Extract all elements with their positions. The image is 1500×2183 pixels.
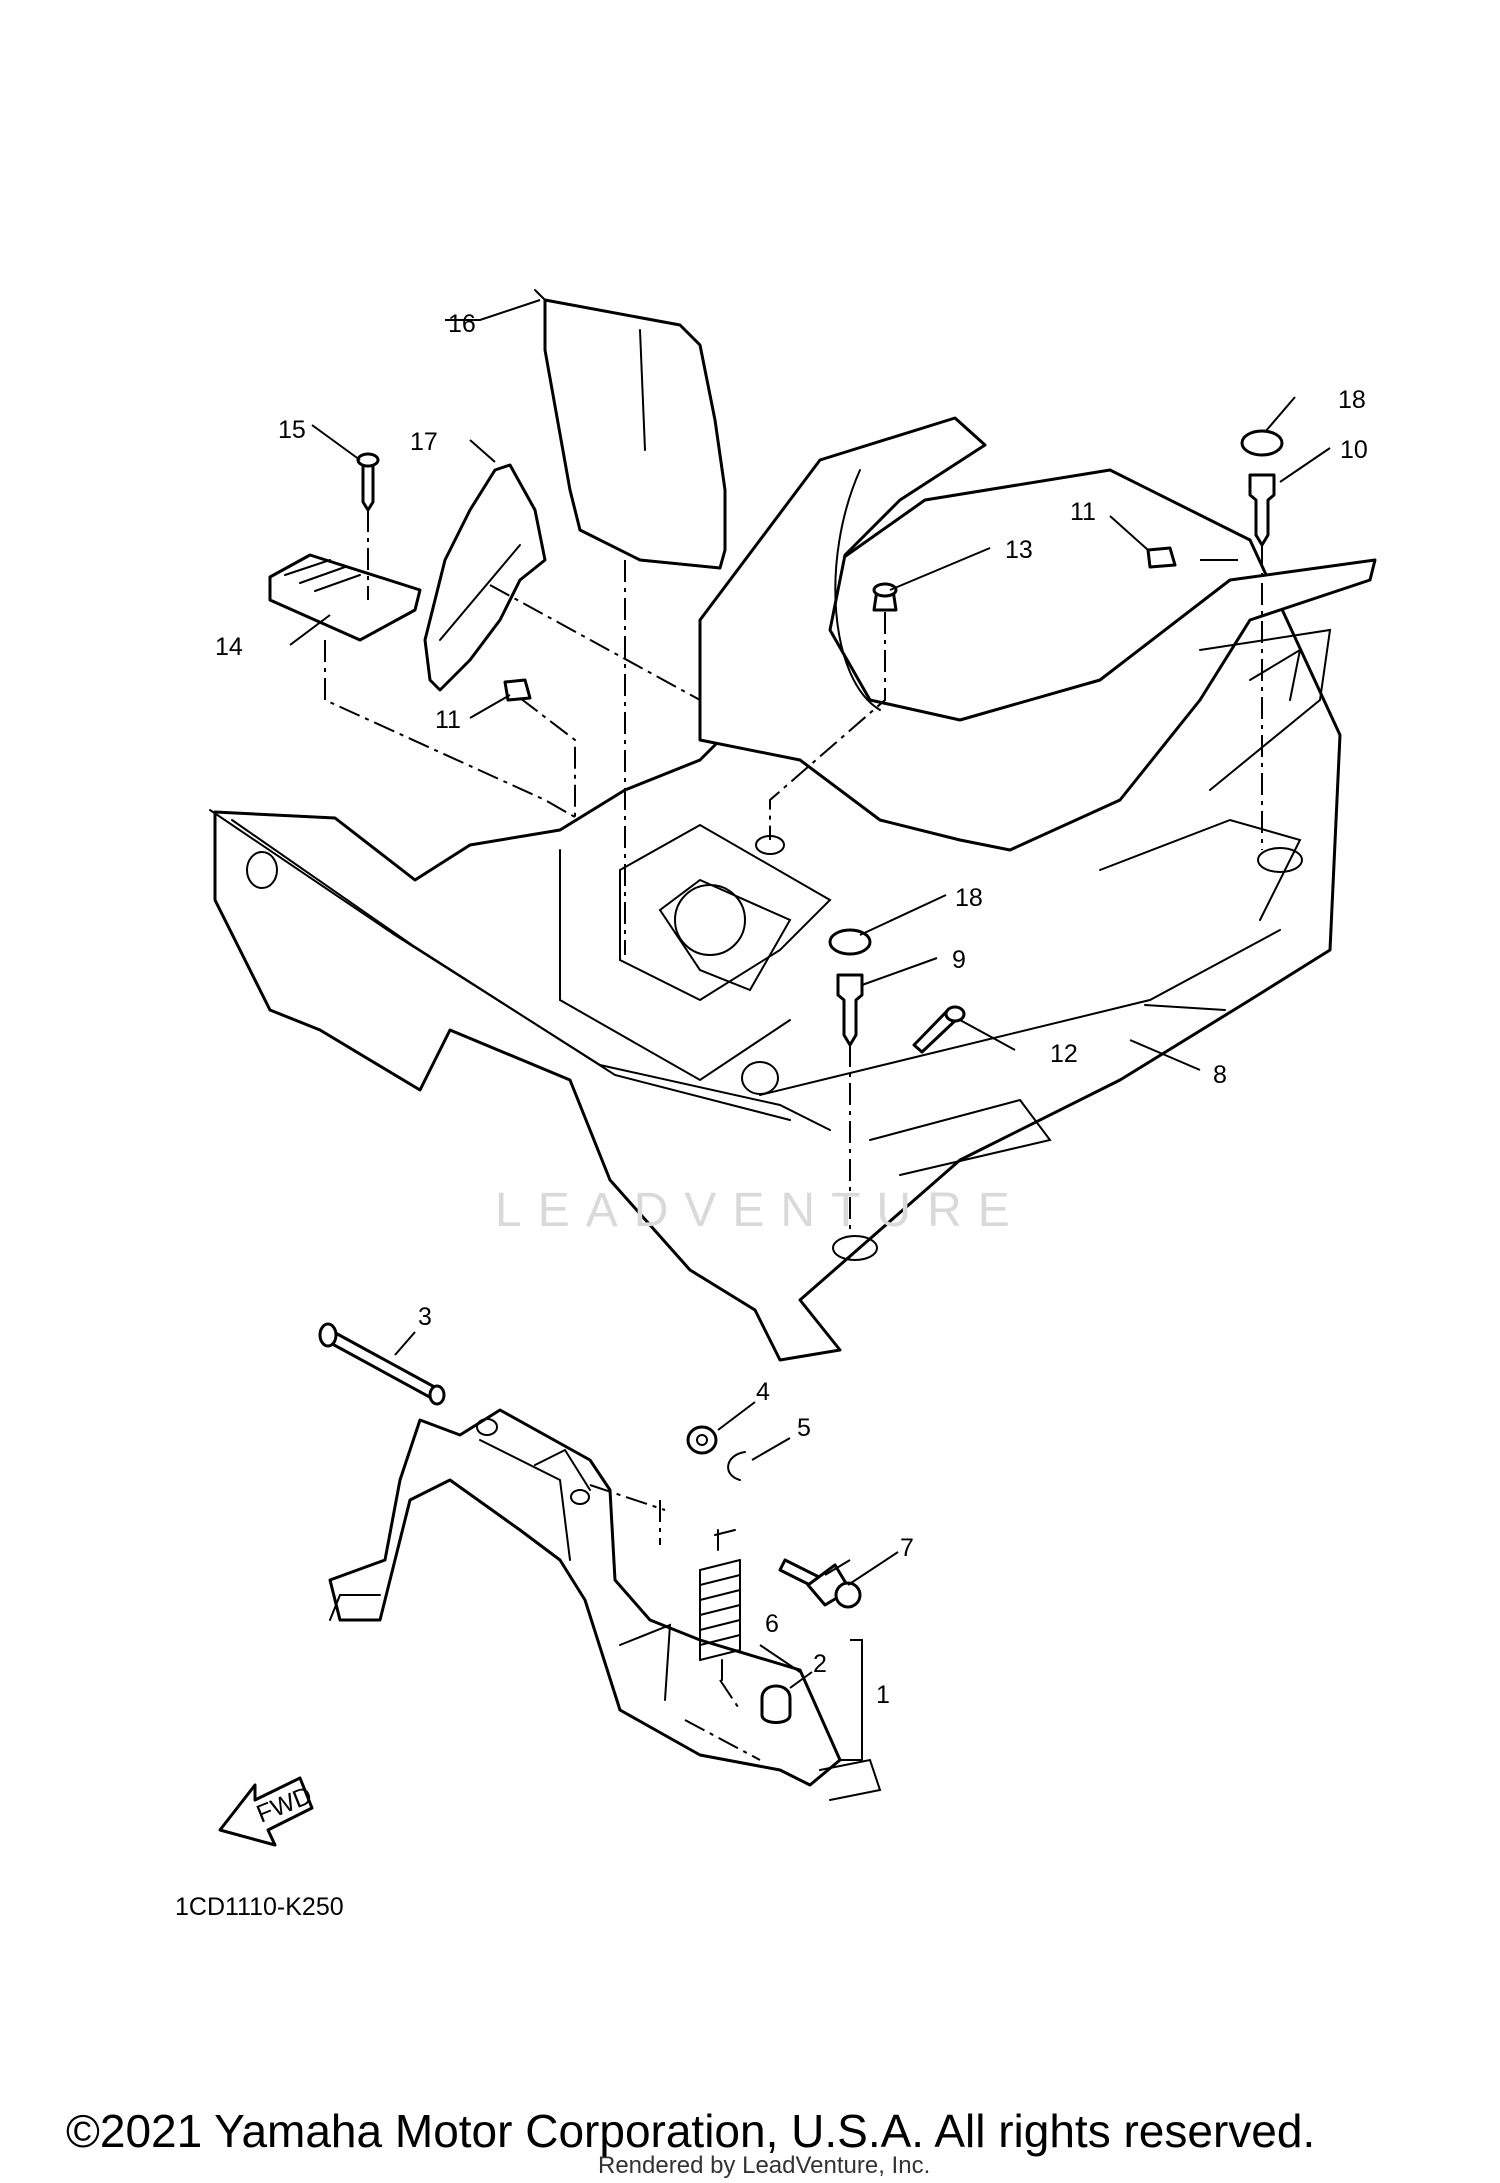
part-5-circlip [727, 1451, 746, 1481]
copyright-notice: ©2021 Yamaha Motor Corporation, U.S.A. A… [66, 2105, 1316, 2157]
callout-18-upper: 18 [1338, 386, 1366, 414]
callout-9: 9 [952, 946, 966, 974]
callout-1: 1 [876, 1681, 890, 1709]
callout-14: 14 [215, 633, 243, 661]
part-3-pivot-pin [318, 1322, 446, 1406]
leader-lines [289, 299, 1331, 1761]
fasteners [356, 429, 1284, 1054]
callout-11-left: 11 [435, 706, 461, 734]
part-11-clip-right [1146, 546, 1177, 569]
callout-18-lower: 18 [955, 884, 983, 912]
center-stand [328, 1408, 882, 1801]
part-16-panel [534, 289, 727, 570]
callout-16: 16 [448, 310, 476, 338]
part-18-cap-upper [1240, 429, 1284, 457]
fwd-arrow-icon [218, 1776, 314, 1847]
part-7-bolt [778, 1558, 862, 1609]
watermark-text: LEADVENTURE [495, 1184, 1026, 1237]
part-4-washer [686, 1425, 718, 1455]
callout-2: 2 [813, 1650, 827, 1678]
rendered-by: Rendered by LeadVenture, Inc. [598, 2152, 931, 2179]
part-17-panel [423, 463, 547, 692]
callout-6: 6 [765, 1610, 779, 1638]
callout-17: 17 [410, 428, 438, 456]
part-11-clip-left [503, 678, 532, 702]
callout-7: 7 [900, 1534, 914, 1562]
callout-15: 15 [278, 416, 306, 444]
part-18-cap-lower [828, 928, 872, 956]
diagram-code: 1CD1110-K250 [175, 1893, 344, 1921]
part-14-block [268, 553, 422, 642]
part-10-bolt [1248, 473, 1276, 547]
alignment-lines [324, 510, 1263, 1761]
leg-shield [698, 416, 1377, 852]
callout-13: 13 [1005, 536, 1033, 564]
part-6-spring [699, 1529, 741, 1681]
callout-12: 12 [1050, 1040, 1078, 1068]
callout-3: 3 [418, 1303, 432, 1331]
callout-11-right: 11 [1070, 498, 1096, 526]
callout-4: 4 [756, 1378, 770, 1406]
callout-8: 8 [1213, 1061, 1227, 1089]
callout-10: 10 [1340, 436, 1368, 464]
callout-5: 5 [797, 1414, 811, 1442]
callouts: 16 17 15 14 11 18 10 11 13 18 9 12 8 3 4… [215, 310, 1368, 1709]
part-2-cap [760, 1684, 792, 1724]
